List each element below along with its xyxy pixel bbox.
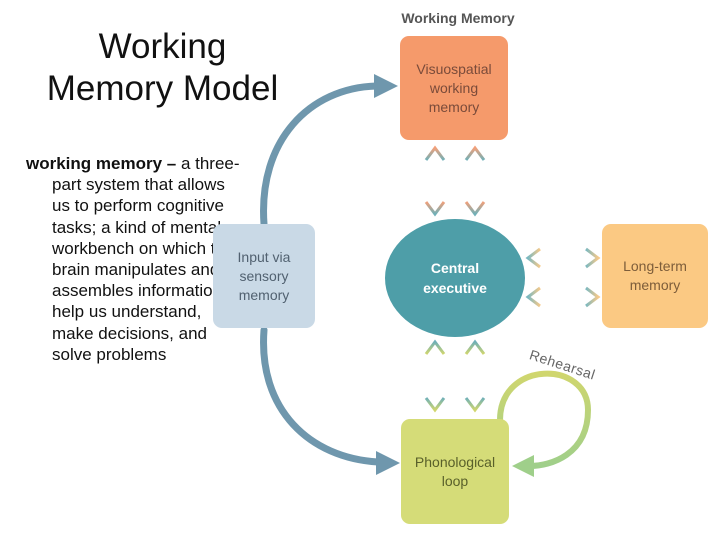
input-label-3: memory <box>238 286 290 303</box>
visuospatial-central-arrows <box>424 145 486 217</box>
definition-term: working memory – <box>26 154 177 173</box>
input-to-visuospatial-arrow <box>260 74 398 228</box>
phonological-box: Phonological loop <box>401 419 509 524</box>
input-label-1: Input via <box>237 248 291 265</box>
slide-title-line1: Working <box>98 27 227 66</box>
phonological-label-1: Phonological <box>414 453 496 470</box>
slide-title: Working Memory Model <box>20 26 305 110</box>
input-to-phonological-arrow <box>260 326 400 475</box>
central-executive-node: Central executive <box>385 219 525 337</box>
longterm-label-2: memory <box>629 277 681 293</box>
diagram-connectors <box>260 74 601 477</box>
input-box: Input via sensory memory <box>213 224 315 328</box>
rehearsal-loop-arrow <box>497 370 592 477</box>
central-label-1: Central <box>430 260 480 276</box>
longterm-box: Long-term memory <box>602 224 708 328</box>
visuospatial-label-1: Visuospatial <box>416 60 492 77</box>
slide-title-line2: Memory Model <box>46 69 279 108</box>
central-phonological-arrows <box>424 339 486 413</box>
visuospatial-box: Visuospatial working memory <box>400 36 508 140</box>
visuospatial-label-2: working <box>429 79 479 96</box>
definition-text: a three-part system that allows us to pe… <box>52 154 241 364</box>
phonological-label-2: loop <box>441 472 469 489</box>
definition-paragraph: working memory – a three-part system tha… <box>26 153 242 365</box>
longterm-label-1: Long-term <box>623 258 687 274</box>
diagram-title: Working Memory <box>401 10 515 26</box>
working-memory-diagram: Working Memory Visuospatial working memo… <box>200 0 720 540</box>
input-label-2: sensory <box>239 267 289 284</box>
central-longterm-arrows <box>525 247 601 308</box>
central-label-2: executive <box>423 280 487 296</box>
visuospatial-label-3: memory <box>428 98 480 115</box>
